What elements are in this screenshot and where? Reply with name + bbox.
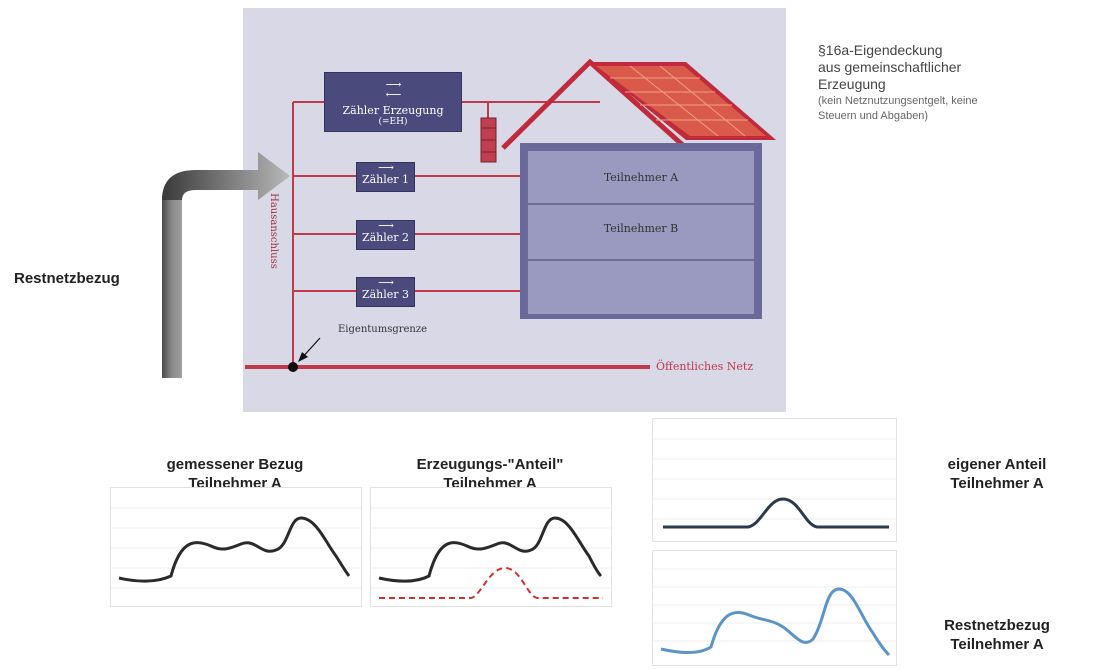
house-floors: Teilnehmer A Teilnehmer B (527, 150, 755, 315)
chart-3-curve (663, 497, 889, 529)
chart-4-title-line1: Restnetzbezug (944, 617, 1050, 634)
floor-participant-a: Teilnehmer A (527, 150, 755, 204)
chart-3-svg (653, 438, 896, 529)
inverter-icon (480, 117, 497, 163)
arrow-right-icon: ⟶ (378, 161, 394, 174)
restnetzbezug-label: Restnetzbezug (14, 270, 120, 287)
chart-2-svg (371, 507, 611, 599)
participant-a-label: Teilnehmer A (603, 171, 679, 184)
meter-3-label: Zähler 3 (361, 288, 410, 301)
ownership-boundary-label: Eigentumsgrenze (338, 324, 428, 335)
floor-garage (527, 260, 755, 315)
chart-2-curve-black (378, 516, 603, 583)
chart-3 (652, 418, 897, 542)
meter-generation: ⟶⟵ Zähler Erzeugung (=EH) (324, 72, 462, 132)
chart-4-curve (660, 587, 891, 657)
meter-generation-sub: (=EH) (378, 117, 408, 127)
chart-4-svg (653, 568, 896, 657)
chart-3-title-line2: Teilnehmer A (950, 475, 1044, 492)
chart-1-title-line1: gemessener Bezug (166, 456, 304, 473)
chart-2-title-line1: Erzeugungs-"Anteil" (416, 456, 564, 473)
self-coverage-note: (kein Netznutzungsentgelt, keine Steuern… (818, 95, 978, 122)
ownership-boundary-dot (288, 362, 298, 372)
house-roof (501, 58, 776, 150)
chart-2 (370, 487, 612, 607)
arrow-right-icon: ⟶ (378, 276, 394, 289)
meter-generation-label: Zähler Erzeugung (342, 104, 444, 117)
chart-1-curve (118, 516, 351, 583)
chart-4-title: Restnetzbezug Teilnehmer A (912, 616, 1082, 654)
hausanschluss-label: Hausanschluss (268, 193, 279, 269)
chart-3-title: eigener Anteil Teilnehmer A (912, 455, 1082, 493)
participant-b-label: Teilnehmer B (603, 222, 679, 235)
arrow-right-icon: ⟶ (378, 219, 394, 232)
floor-participant-b: Teilnehmer B (527, 204, 755, 260)
chart-4-title-line2: Teilnehmer A (950, 636, 1044, 653)
chart-4 (652, 550, 897, 666)
meter-3: ⟶ Zähler 3 (356, 277, 415, 307)
self-coverage-title: §16a-Eigendeckung aus gemeinschaftlicher… (818, 42, 962, 92)
bidirectional-arrow-icon: ⟶⟵ (385, 78, 402, 101)
chart-3-title-line1: eigener Anteil (947, 456, 1047, 473)
meter-2-label: Zähler 2 (361, 231, 410, 244)
chart-1-svg (111, 507, 361, 589)
chart-1 (110, 487, 362, 607)
meter-1: ⟶ Zähler 1 (356, 162, 415, 192)
meter-2: ⟶ Zähler 2 (356, 220, 415, 250)
chart-2-curve-red (379, 566, 603, 599)
public-grid-label: Öffentliches Netz (656, 360, 754, 373)
meter-1-label: Zähler 1 (361, 173, 410, 186)
restnetzbezug-arrow (162, 152, 290, 378)
